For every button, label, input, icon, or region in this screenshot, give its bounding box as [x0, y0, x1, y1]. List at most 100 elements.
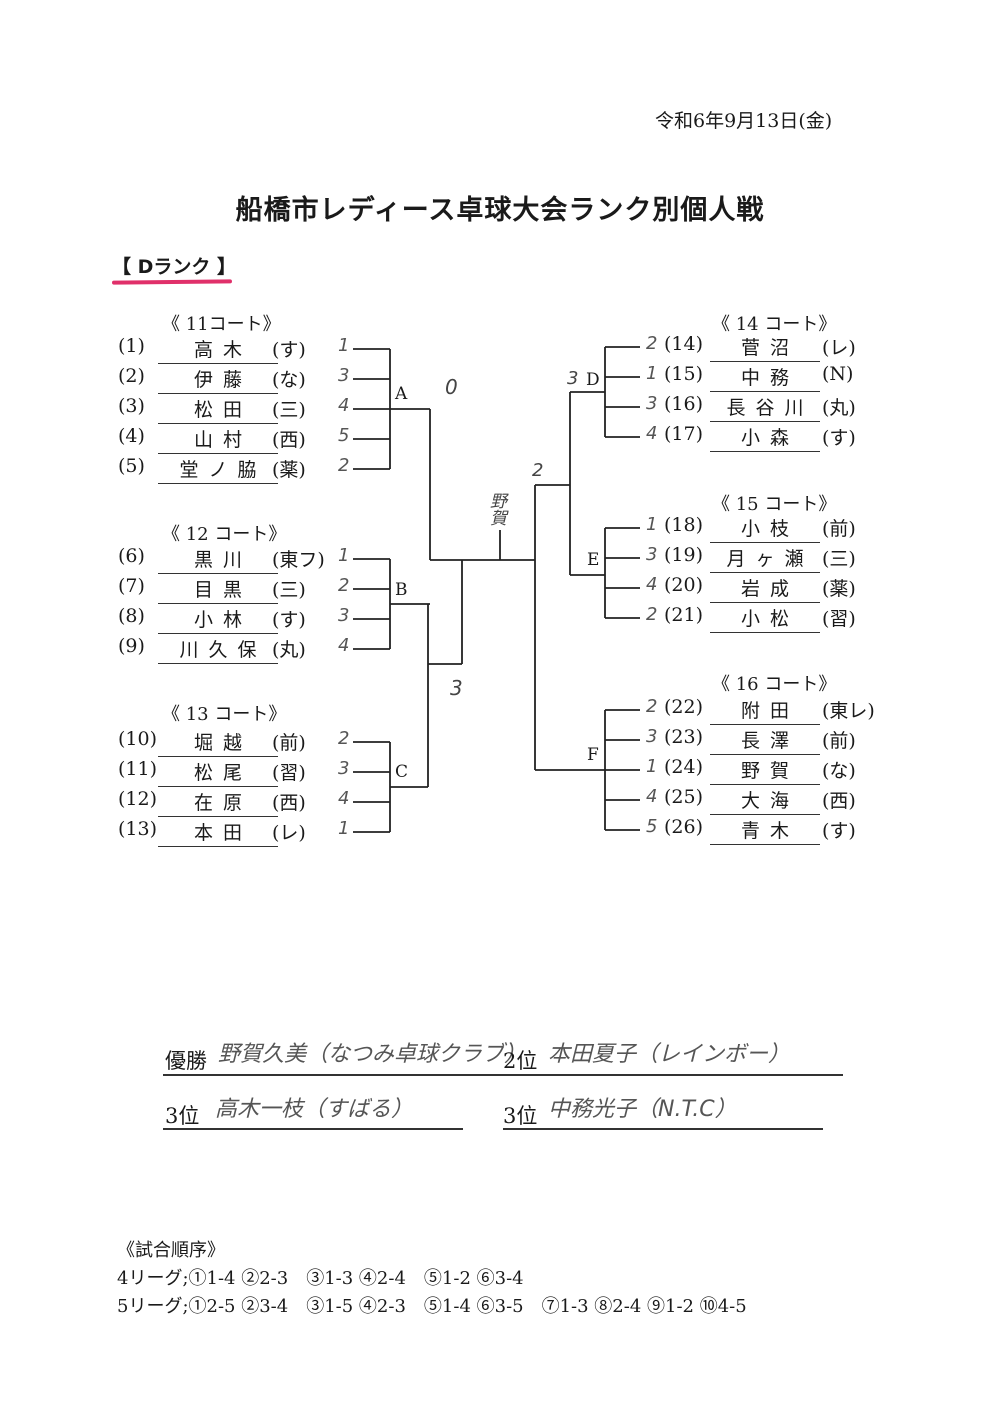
player-name: 野賀: [710, 756, 820, 785]
player-row: 1 (18) 小枝(前): [0, 514, 1000, 544]
player-number: (25): [664, 786, 704, 808]
player-order-mark: 4: [338, 635, 350, 656]
player-row: (2)伊藤(な)3: [0, 365, 400, 395]
player-name: 松尾: [158, 758, 278, 787]
player-club: (薬): [272, 459, 306, 481]
match-order-heading: 《試合順序》: [117, 1240, 225, 1261]
rank-label: 【 Dランク 】: [112, 256, 237, 278]
group-b-label: B: [395, 580, 408, 600]
player-order-mark: 2: [338, 575, 350, 596]
player-club: (丸): [822, 397, 856, 419]
score-bc: 3: [450, 676, 463, 700]
player-row: (8)小林(す)3: [0, 605, 400, 635]
player-number: (9): [118, 635, 145, 657]
player-name: 菅沼: [710, 333, 820, 362]
court-15-heading: 《 15 コート》: [712, 494, 837, 515]
player-number: (7): [118, 575, 145, 597]
player-row: 3 (19) 月ヶ瀬(三): [0, 544, 1000, 574]
player-club: (前): [822, 518, 856, 540]
player-number: (23): [664, 726, 704, 748]
player-row: 4(25)大海(西): [0, 786, 1000, 816]
bracket-lines: [353, 346, 640, 833]
player-club: (な): [272, 369, 306, 391]
player-row: 5(26)青木(す): [0, 816, 1000, 846]
player-order-mark: 4: [646, 786, 658, 807]
player-number: (19): [664, 544, 704, 566]
player-order-mark: 5: [646, 816, 658, 837]
player-name: 高木: [158, 335, 278, 364]
player-club: (丸): [272, 639, 306, 661]
second-place-label: 2位: [503, 1049, 538, 1073]
player-row: 2(22)附田(東レ): [0, 696, 1000, 726]
player-order-mark: 1: [338, 545, 350, 566]
player-name: 堀越: [158, 728, 278, 757]
player-order-mark: 5: [338, 425, 350, 446]
player-row: 1 (24) 野賀(な): [0, 756, 1000, 786]
player-row: 3(16)長谷川(丸): [0, 393, 1000, 423]
third-place-line-2: [503, 1128, 823, 1130]
player-club: (す): [822, 820, 856, 842]
player-order-mark: 3: [646, 393, 658, 414]
player-name: 小枝: [710, 514, 820, 543]
player-club: (す): [272, 339, 306, 361]
player-club: (三): [822, 548, 856, 570]
second-place-line: [503, 1074, 843, 1076]
player-order-mark: 4: [646, 574, 658, 595]
group-a-label: A: [395, 384, 408, 404]
court-12-heading: 《 12 コート》: [162, 524, 287, 545]
court-11-heading: 《 11コート》: [162, 314, 281, 335]
player-name: 長谷川: [710, 393, 820, 422]
player-order-mark: 1: [646, 514, 658, 535]
player-name: 小森: [710, 423, 820, 452]
player-name: 月ヶ瀬: [710, 544, 820, 573]
player-order-mark: 2: [338, 728, 350, 749]
player-name: 山村: [158, 425, 278, 454]
player-number: (5): [118, 455, 145, 477]
player-order-mark: 1: [338, 335, 350, 356]
player-row: (12)在原(西)4: [0, 788, 400, 818]
player-row: 4(17)小森(す): [0, 423, 1000, 453]
group-d-label: D: [586, 370, 600, 390]
player-number: (2): [118, 365, 145, 387]
player-club: (レ): [822, 337, 856, 359]
player-club: (な): [822, 760, 856, 782]
player-number: (22): [664, 696, 704, 718]
player-order-mark: 2: [646, 333, 658, 354]
third-place-name-2: 中務光子（N.T.C）: [548, 1097, 737, 1122]
player-order-mark: 1: [646, 756, 658, 777]
league-4-order: 4リーグ;①1-4 ②2-3 ③1-3 ④2-4 ⑤1-2 ⑥3-4: [117, 1268, 524, 1289]
player-order-mark: 2: [338, 455, 350, 476]
player-row: (1)高木(す)1: [0, 335, 400, 365]
group-c-label: C: [395, 762, 409, 782]
player-order-mark: 3: [338, 758, 350, 779]
player-club: (N): [822, 363, 854, 385]
group-e-label: E: [587, 550, 600, 570]
player-row: (7)目黒(三)2: [0, 575, 400, 605]
player-row: (4)山村(西)5: [0, 425, 400, 455]
player-club: (東フ): [272, 549, 325, 571]
player-name: 小林: [158, 605, 278, 634]
player-row: (5)堂ノ脇(薬)2: [0, 455, 400, 485]
player-order-mark: 4: [338, 395, 350, 416]
player-name: 中務: [710, 363, 820, 392]
player-row: (3)松田(三)4: [0, 395, 400, 425]
second-place-name: 本田夏子（レインボー）: [548, 1042, 791, 1067]
player-name: 附田: [710, 696, 820, 725]
player-row: 4(20)岩成(薬): [0, 574, 1000, 604]
player-number: (24): [664, 756, 704, 778]
court-16-heading: 《 16 コート》: [712, 674, 837, 695]
player-name: 伊藤: [158, 365, 278, 394]
player-order-mark: 4: [646, 423, 658, 444]
player-number: (17): [664, 423, 704, 445]
player-club: (西): [272, 792, 306, 814]
group-f-label: F: [587, 745, 599, 765]
player-order-mark: 3: [646, 544, 658, 565]
player-number: (18): [664, 514, 704, 536]
score-top: 2: [532, 460, 544, 481]
player-order-mark: 1: [646, 363, 658, 384]
player-order-mark: 2: [646, 604, 658, 625]
player-number: (13): [118, 818, 158, 840]
player-club: (す): [272, 609, 306, 631]
third-place-line-1: [163, 1128, 463, 1130]
player-row: 3(23)長澤(前): [0, 726, 1000, 756]
